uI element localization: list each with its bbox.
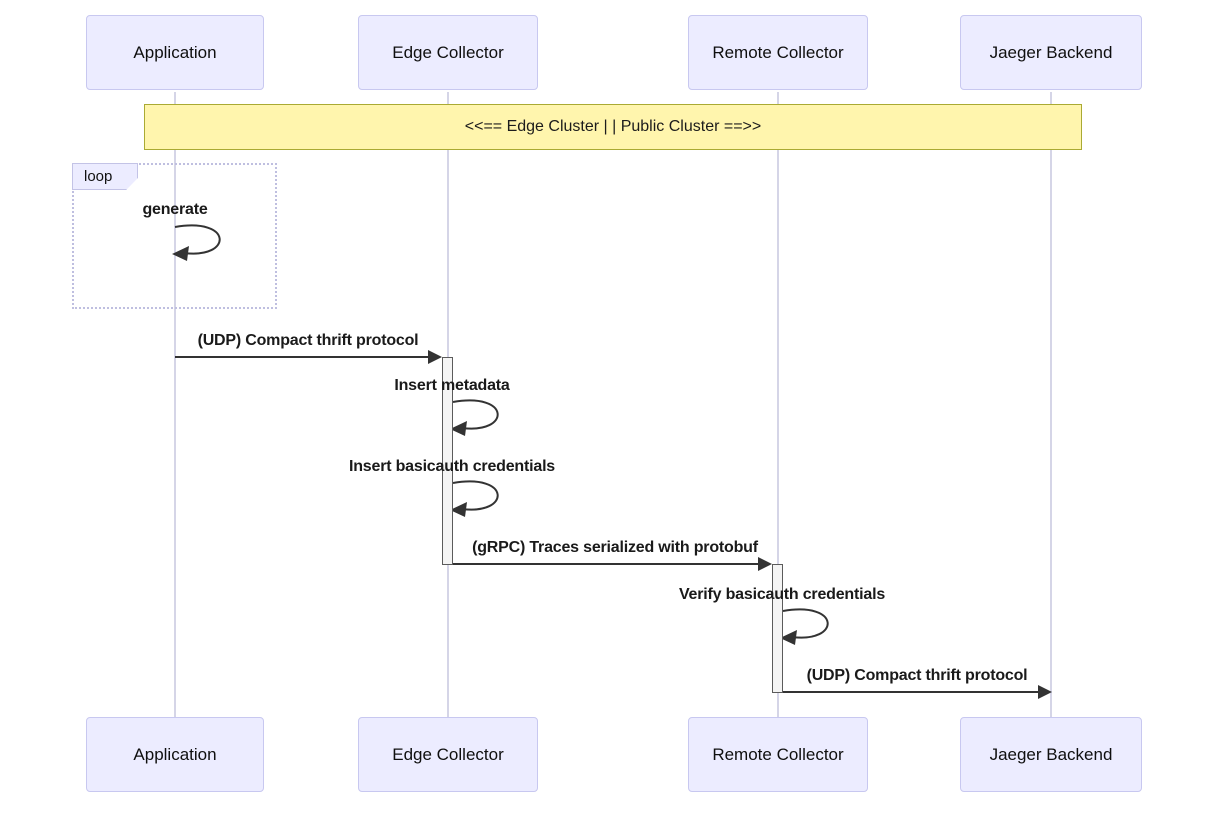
arrow-grpc-protobuf: [453, 557, 772, 571]
participant-label: Jaeger Backend: [989, 42, 1113, 62]
self-arrow-insert-basicauth: [450, 480, 499, 517]
activation-bar-edge-collector: [442, 357, 453, 565]
self-arrow-insert-metadata: [450, 399, 499, 436]
participant-bottom-jaeger-backend: Jaeger Backend: [960, 717, 1142, 792]
message-label-grpc-protobuf: (gRPC) Traces serialized with protobuf: [472, 539, 758, 556]
participant-top-edge-collector: Edge Collector: [358, 15, 538, 90]
cluster-note-text: <<== Edge Cluster | | Public Cluster ==>…: [464, 118, 762, 135]
participant-label: Application: [133, 744, 217, 764]
arrow-udp-compact-thrift-1: [175, 350, 442, 364]
cluster-note: <<== Edge Cluster | | Public Cluster ==>…: [144, 104, 1082, 150]
message-label-generate: generate: [142, 201, 208, 218]
participant-label: Edge Collector: [392, 744, 504, 764]
participant-top-jaeger-backend: Jaeger Backend: [960, 15, 1142, 90]
message-label-udp-thrift-2: (UDP) Compact thrift protocol: [806, 667, 1028, 684]
self-arrow-verify-basicauth: [780, 608, 829, 645]
participant-label: Remote Collector: [712, 42, 844, 62]
message-label-insert-basicauth: Insert basicauth credentials: [348, 458, 556, 475]
activation-bar-remote-collector: [772, 564, 783, 693]
loop-label-tab: loop: [72, 163, 138, 190]
message-label-udp-thrift-1: (UDP) Compact thrift protocol: [197, 332, 419, 349]
participant-label: Application: [133, 42, 217, 62]
arrow-udp-compact-thrift-2: [783, 685, 1052, 699]
participant-label: Jaeger Backend: [989, 744, 1113, 764]
participant-bottom-application: Application: [86, 717, 264, 792]
participant-top-application: Application: [86, 15, 264, 90]
participant-bottom-edge-collector: Edge Collector: [358, 717, 538, 792]
message-label-verify-basicauth: Verify basicauth credentials: [678, 586, 886, 603]
loop-frame: [72, 163, 277, 309]
self-arrow-generate: [172, 224, 221, 261]
participant-label: Edge Collector: [392, 42, 504, 62]
loop-label: loop: [84, 168, 113, 185]
message-label-insert-metadata: Insert metadata: [394, 377, 510, 394]
participant-label: Remote Collector: [712, 744, 844, 764]
participant-top-remote-collector: Remote Collector: [688, 15, 868, 90]
participant-bottom-remote-collector: Remote Collector: [688, 717, 868, 792]
